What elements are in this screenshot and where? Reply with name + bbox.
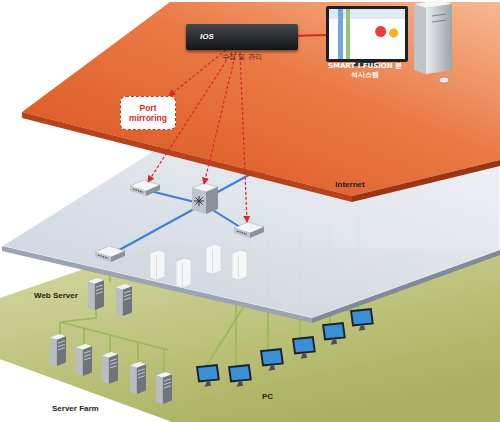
cable bbox=[60, 300, 168, 350]
ghost-server bbox=[176, 258, 191, 288]
tap-line bbox=[240, 52, 247, 222]
mirroring-taps bbox=[148, 52, 247, 222]
ghost-devices bbox=[150, 244, 247, 288]
node-text: IOS bbox=[200, 32, 214, 41]
pc-icon bbox=[228, 364, 252, 387]
plane-edge bbox=[352, 160, 500, 202]
tower-side bbox=[414, 4, 426, 74]
callout-box: Port mirroring bbox=[120, 96, 176, 130]
tower-front bbox=[426, 4, 452, 74]
server-icon bbox=[50, 334, 66, 366]
top-plane bbox=[22, 2, 500, 196]
server-icon bbox=[102, 352, 118, 384]
tower-bays bbox=[432, 14, 446, 22]
switch-icon bbox=[234, 222, 264, 238]
pc-icon bbox=[322, 322, 346, 345]
core-switch-front bbox=[206, 187, 218, 214]
ghost-server bbox=[150, 250, 165, 280]
group-label: Web Server bbox=[34, 291, 78, 301]
web-server-icon bbox=[88, 278, 104, 310]
cable bbox=[235, 300, 237, 368]
pc-icon bbox=[350, 308, 374, 331]
core-switch-symbol bbox=[194, 196, 204, 206]
group-label: PC bbox=[262, 392, 273, 402]
plane-edge bbox=[2, 246, 312, 323]
collector-device: IOS수집 및 관리 bbox=[186, 24, 298, 50]
ghost-server bbox=[232, 250, 247, 280]
pc-icon bbox=[260, 348, 284, 371]
link-connector bbox=[298, 34, 326, 37]
plane-edge bbox=[22, 112, 352, 202]
group-label: Server Farm bbox=[52, 404, 99, 414]
mirroring-connector bbox=[169, 50, 226, 96]
switch-icon bbox=[130, 180, 160, 196]
node-text: SMART I FUSION 분석시스템 bbox=[325, 62, 405, 80]
pc-icon bbox=[292, 336, 316, 359]
switch-icon bbox=[95, 246, 125, 262]
server-icon bbox=[156, 372, 172, 404]
web-server-icon bbox=[116, 284, 132, 316]
link bbox=[112, 204, 248, 254]
server-icon bbox=[130, 362, 146, 394]
pc-icon bbox=[196, 364, 220, 387]
internet-node: Internet bbox=[326, 173, 374, 185]
analysis-monitor: SMART I FUSION 분석시스템 bbox=[326, 6, 408, 62]
mouse-icon bbox=[439, 77, 449, 83]
tap-line bbox=[204, 52, 236, 184]
core-switch-icon bbox=[192, 183, 218, 214]
core-switch-side bbox=[192, 188, 206, 214]
node-text: Internet bbox=[335, 180, 364, 189]
plane-edge bbox=[312, 250, 500, 323]
node-text: Port mirroring bbox=[121, 103, 175, 123]
ghost-server bbox=[206, 244, 221, 274]
node-subtext: 수집 및 관리 bbox=[176, 53, 308, 62]
server-icon bbox=[76, 344, 92, 376]
